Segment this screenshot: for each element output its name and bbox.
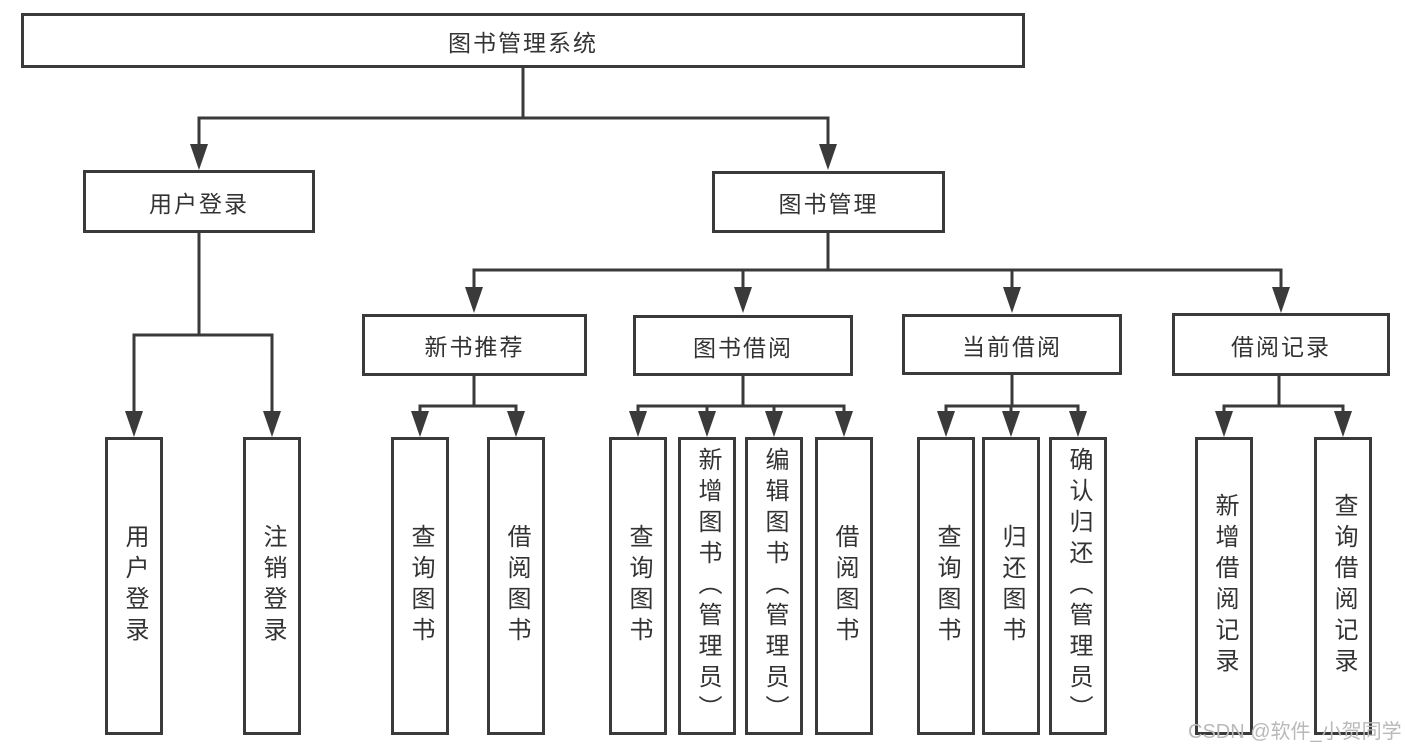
leaf-current-confirm-return-admin-label: 确认归还（管理员） [1065,446,1092,726]
node-new-book-recommend-label: 新书推荐 [424,334,525,360]
leaf-borrow-edit-books-admin: 编辑图书（管理员） [745,437,803,735]
node-book-borrowing: 图书借阅 [633,315,853,376]
node-borrowing-records-label: 借阅记录 [1231,333,1331,360]
node-root-system: 图书管理系统 [21,13,1025,68]
leaf-user-login: 用户登录 [105,437,163,735]
leaf-current-return-books-label: 归还图书 [998,524,1025,648]
node-current-borrowing-label: 当前借阅 [962,333,1062,360]
leaf-recommend-borrow-books-label: 借阅图书 [503,524,530,648]
leaf-records-query-record-label: 查询借阅记录 [1330,493,1357,679]
leaf-records-query-record: 查询借阅记录 [1314,437,1372,735]
node-current-borrowing: 当前借阅 [902,314,1122,375]
leaf-records-add-record-label: 新增借阅记录 [1211,493,1238,679]
leaf-logout: 注销登录 [243,437,301,735]
node-book-borrowing-label: 图书借阅 [693,334,793,361]
node-book-management-label: 图书管理 [778,191,879,217]
arrowhead-icons [125,144,1352,437]
node-new-book-recommend: 新书推荐 [362,314,587,376]
node-book-management: 图书管理 [712,171,945,233]
leaf-borrow-borrow-books: 借阅图书 [815,437,873,735]
leaf-records-add-record: 新增借阅记录 [1195,437,1253,735]
csdn-watermark: CSDN @软件_小贺同学 [1188,721,1402,743]
leaf-logout-label: 注销登录 [259,524,286,648]
node-user-login: 用户登录 [83,170,315,233]
leaf-borrow-query-books-label: 查询图书 [625,524,652,648]
leaf-user-login-label: 用户登录 [121,524,148,648]
node-user-login-label: 用户登录 [149,190,249,217]
leaf-borrow-edit-books-admin-label: 编辑图书（管理员） [761,446,788,726]
node-root-system-label: 图书管理系统 [448,29,598,56]
leaf-current-query-books-label: 查询图书 [933,524,960,648]
leaf-borrow-add-books-admin-label: 新增图书（管理员） [694,446,721,726]
leaf-recommend-borrow-books: 借阅图书 [487,437,545,735]
leaf-recommend-query-books: 查询图书 [391,437,449,735]
leaf-borrow-add-books-admin: 新增图书（管理员） [678,437,736,735]
leaf-borrow-borrow-books-label: 借阅图书 [831,524,858,648]
leaf-borrow-query-books: 查询图书 [609,437,667,735]
node-borrowing-records: 借阅记录 [1172,313,1390,376]
leaf-current-query-books: 查询图书 [917,437,975,735]
leaf-current-confirm-return-admin: 确认归还（管理员） [1049,437,1107,735]
leaf-recommend-query-books-label: 查询图书 [407,524,434,648]
leaf-current-return-books: 归还图书 [982,437,1040,735]
